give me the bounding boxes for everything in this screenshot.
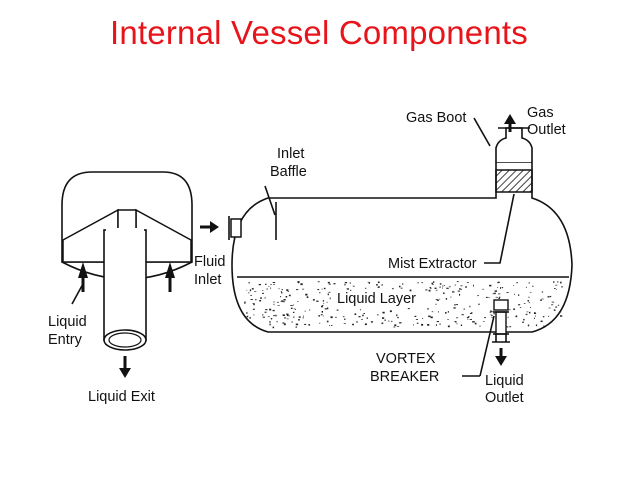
label-liquid-entry-line1: Liquid <box>48 314 87 330</box>
vortex-breaker-detail <box>61 171 193 378</box>
label-liquid-exit: Liquid Exit <box>88 389 155 405</box>
fluid-inlet-arrow-icon <box>210 221 219 233</box>
fluid-inlet-nozzle <box>230 218 242 238</box>
label-gas-boot: Gas Boot <box>406 110 466 126</box>
label-liquid-layer: Liquid Layer <box>337 291 416 307</box>
exit-pipe <box>103 229 147 341</box>
mist-extractor <box>495 169 533 193</box>
gas-outlet-arrow-icon <box>504 114 516 124</box>
separator-vessel <box>200 114 573 377</box>
label-liquid-outlet-line2: Outlet <box>485 390 524 406</box>
label-liquid-entry-line2: Entry <box>48 332 83 348</box>
label-inlet-baffle-line1: Inlet <box>277 146 304 162</box>
label-fluid-inlet-line2: Inlet <box>194 272 221 288</box>
label-vortex-breaker-line2: BREAKER <box>370 369 439 385</box>
label-vortex-breaker-line1: VORTEX <box>376 351 436 367</box>
slide-title: Internal Vessel Components <box>110 14 528 51</box>
label-mist-extractor: Mist Extractor <box>388 256 477 272</box>
liquid-exit-arrow-icon <box>119 368 131 378</box>
label-gas-outlet-line2: Outlet <box>527 122 566 138</box>
label-liquid-outlet-line1: Liquid <box>485 373 524 389</box>
label-inlet-baffle-line2: Baffle <box>270 164 307 180</box>
vortex-breaker <box>493 299 509 311</box>
liquid-outlet-arrow-icon <box>495 356 507 366</box>
label-fluid-inlet-line1: Fluid <box>194 254 225 270</box>
labels: Gas Boot Gas Outlet Inlet Baffle Fluid I… <box>48 105 566 406</box>
label-gas-outlet-line1: Gas <box>527 105 554 121</box>
